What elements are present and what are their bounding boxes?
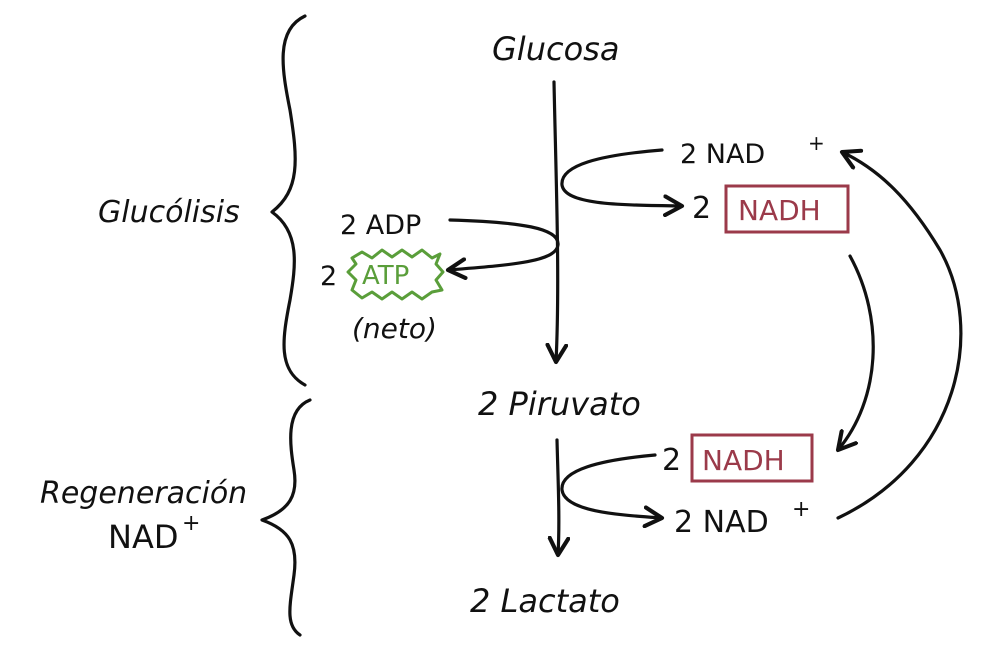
nadh-top-box — [724, 184, 850, 234]
nadh-top-label: NADH — [738, 194, 821, 227]
glucose-to-pyruvate-arrow — [554, 80, 558, 362]
lactate-label: 2 Lactato — [470, 582, 620, 620]
pyruvate-label: 2 Piruvato — [478, 385, 641, 423]
regeneration-label: Regeneración — [40, 476, 247, 511]
atp-label: ATP — [362, 261, 409, 291]
nadh-bottom-label: NADH — [702, 444, 785, 477]
adp-to-atp-curve — [448, 218, 560, 270]
net-label: (neto) — [352, 312, 437, 345]
regeneration-nad-label: NAD — [108, 518, 178, 556]
nadh-transfer-arrow — [838, 254, 875, 450]
glucose-label: Glucosa — [492, 30, 619, 68]
glycolysis-brace — [270, 14, 307, 387]
glycolysis-label: Glucólisis — [98, 195, 240, 230]
nad-to-nadh-curve-top — [560, 148, 682, 206]
regeneration-brace — [260, 398, 312, 637]
nad-bottom-label: 2 NAD — [674, 505, 769, 540]
nad-recycle-arrow — [836, 152, 963, 520]
regeneration-nad-sup: + — [182, 511, 200, 536]
nadh-bottom-box — [690, 433, 814, 483]
nadh-to-nad-curve-bottom — [560, 453, 662, 518]
nadh-bottom-coefficient: 2 — [662, 443, 681, 478]
atp-burst-badge — [346, 248, 445, 301]
pyruvate-to-lactate-arrow — [557, 438, 559, 555]
nad-top-sup: + — [808, 131, 825, 155]
nad-bottom-sup: + — [792, 497, 810, 522]
nad-top-label: 2 NAD — [680, 139, 765, 170]
adp-label: 2 ADP — [340, 210, 421, 241]
atp-coefficient: 2 — [320, 261, 337, 292]
nadh-top-coefficient: 2 — [692, 191, 711, 226]
